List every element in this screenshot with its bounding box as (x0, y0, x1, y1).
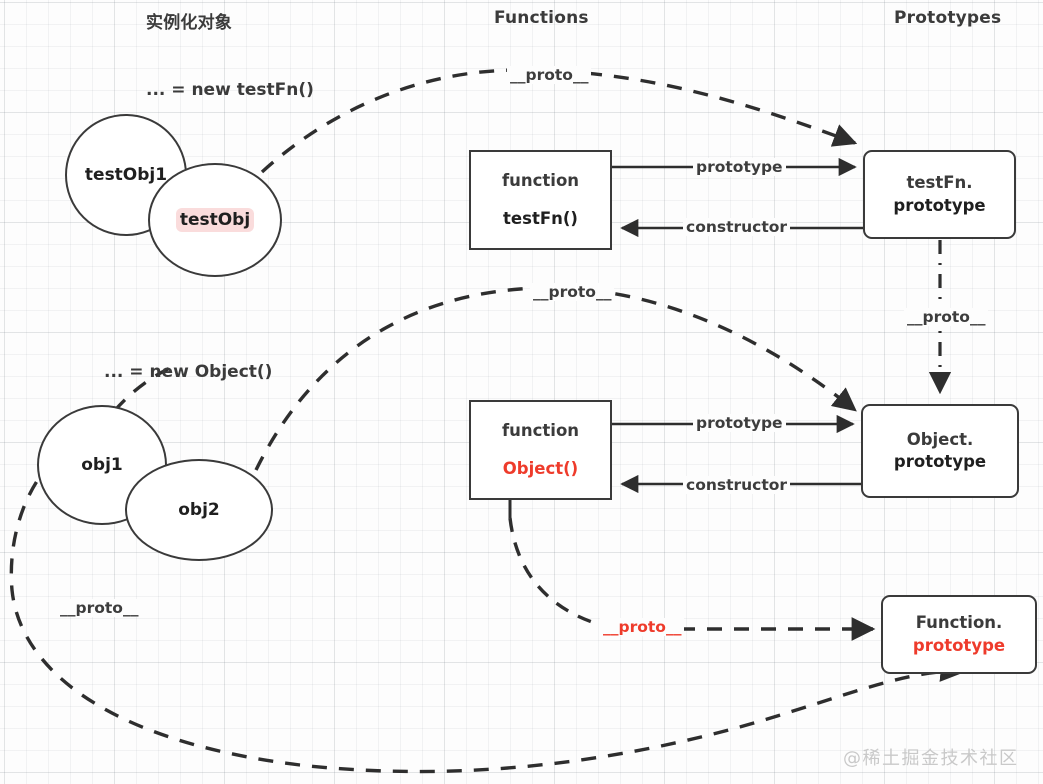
watermark: @稀土掘金技术社区 (843, 748, 1019, 769)
box-function-prototype-line1: Function. (915, 613, 1003, 633)
edge-label-constructor-object: constructor (683, 476, 791, 494)
box-function-object-line1: function (501, 420, 580, 440)
box-function-testfn[interactable]: function testFn() (469, 150, 612, 250)
node-testobj[interactable]: testObj (148, 163, 282, 277)
box-function-object[interactable]: function Object() (469, 400, 612, 500)
box-function-testfn-line2: testFn() (503, 209, 578, 228)
box-function-prototype[interactable]: Function. prototype (881, 595, 1037, 674)
edge-label-proto-middle: __proto__ (530, 283, 615, 301)
box-function-prototype-line2: prototype (912, 635, 1006, 655)
edge-objectfn-to-functionprototype-curve (508, 517, 593, 624)
node-obj2[interactable]: obj2 (125, 459, 273, 561)
box-testfn-prototype-line1: testFn. (906, 173, 973, 193)
edge-label-prototype-object: prototype (693, 414, 786, 432)
box-testfn-prototype[interactable]: testFn. prototype (863, 150, 1016, 239)
node-obj1-label: obj1 (81, 455, 123, 475)
edge-label-constructor-testfn: constructor (683, 218, 791, 236)
note-new-testfn: ... = new testFn() (146, 80, 314, 100)
box-function-testfn-line1: function (501, 170, 580, 190)
box-object-prototype-line1: Object. (906, 429, 974, 449)
box-object-prototype[interactable]: Object. prototype (861, 404, 1019, 498)
edge-label-proto-top: __proto__ (507, 66, 592, 84)
edge-label-proto-vertical: __proto__ (904, 308, 989, 326)
note-new-object: ... = new Object() (104, 362, 273, 382)
column-header-instances: 实例化对象 (146, 13, 232, 33)
box-function-object-line2: Object() (502, 459, 579, 478)
node-testobj-label: testObj (175, 208, 255, 232)
edge-label-proto-functionprototype: __proto__ (600, 618, 685, 636)
edge-label-prototype-testfn: prototype (693, 158, 786, 176)
node-obj2-label: obj2 (178, 500, 220, 520)
node-testobj1-label: testObj1 (84, 165, 168, 185)
column-header-functions: Functions (494, 8, 589, 28)
column-header-prototypes: Prototypes (894, 8, 1002, 28)
box-testfn-prototype-line2: prototype (893, 195, 986, 215)
edge-label-proto-bottomleft: __proto__ (57, 599, 142, 617)
box-object-prototype-line2: prototype (893, 452, 987, 471)
